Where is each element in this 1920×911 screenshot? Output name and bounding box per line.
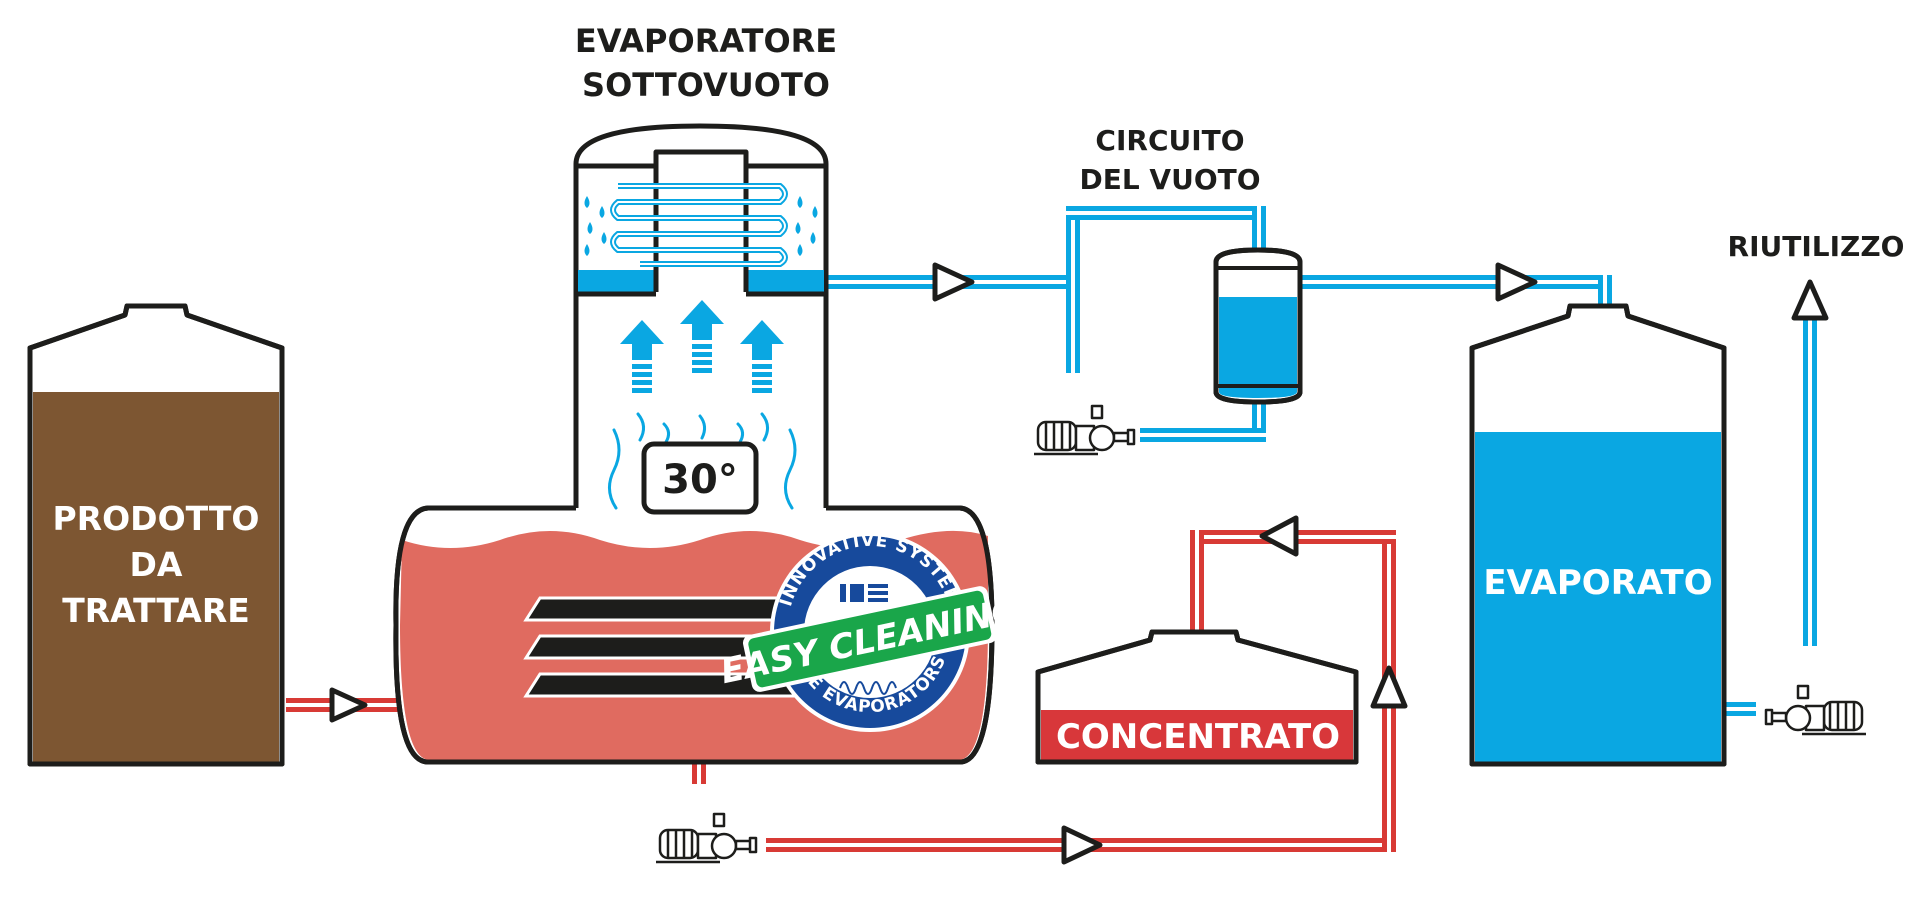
recirculation-arrow-left-icon <box>1259 515 1299 557</box>
condenser-section <box>578 149 824 297</box>
droplets-icon <box>584 196 818 256</box>
distillate-flow-arrow-icon <box>1495 262 1538 302</box>
recirculation-arrow-up-icon <box>1370 665 1408 709</box>
distillate-tank <box>1469 303 1727 767</box>
vacuum-circuit-title-line2: DEL VUOTO <box>1079 163 1260 196</box>
reuse-label: RIUTILIZZO <box>1728 230 1905 263</box>
feed-label-line1: PRODOTTO <box>53 499 260 538</box>
temperature-value: 30° <box>662 457 738 503</box>
vacuum-branch-pipe <box>1066 275 1080 373</box>
feed-flow-arrow-icon <box>329 687 368 723</box>
feed-label-line3: TRATTARE <box>62 591 250 630</box>
reuse-pipe <box>1726 320 1817 716</box>
reuse-pump-icon <box>1764 684 1866 736</box>
vacuum-separator-vessel <box>1213 247 1303 405</box>
distillate-label: EVAPORATO <box>1483 563 1712 603</box>
concentrate-tank <box>1035 629 1359 765</box>
evaporator-title-line2: SOTTOVUOTO <box>582 66 830 104</box>
concentrate-label: CONCENTRATO <box>1056 717 1340 757</box>
iwe-logo-icon <box>840 584 888 602</box>
reuse-arrow-icon <box>1791 279 1829 321</box>
distillate-pipe <box>1300 275 1612 313</box>
vapor-pipe <box>828 206 1266 372</box>
vacuum-circuit-title-line1: CIRCUITO <box>1095 124 1244 157</box>
heat-exchanger-plates <box>523 596 815 698</box>
temperature-display <box>641 441 759 515</box>
vacuum-pump-icon <box>1034 404 1136 456</box>
feed-label-line2: DA <box>130 545 183 584</box>
feed-tank <box>27 303 285 767</box>
evaporator-title-line1: EVAPORATORE <box>575 22 837 60</box>
vapor-rise-arrow-icons <box>620 300 784 393</box>
concentrate-pump-icon <box>656 812 758 864</box>
concentrate-flow-arrow-icon <box>1061 825 1103 865</box>
easy-cleaning-badge: INNOVATIVE SYSTEM IWE EVAPORATORS EASY C… <box>717 531 1023 732</box>
heat-wave-icons <box>608 412 797 510</box>
coil-logo-icon <box>839 681 897 695</box>
vapor-flow-arrow-icon <box>932 262 975 302</box>
